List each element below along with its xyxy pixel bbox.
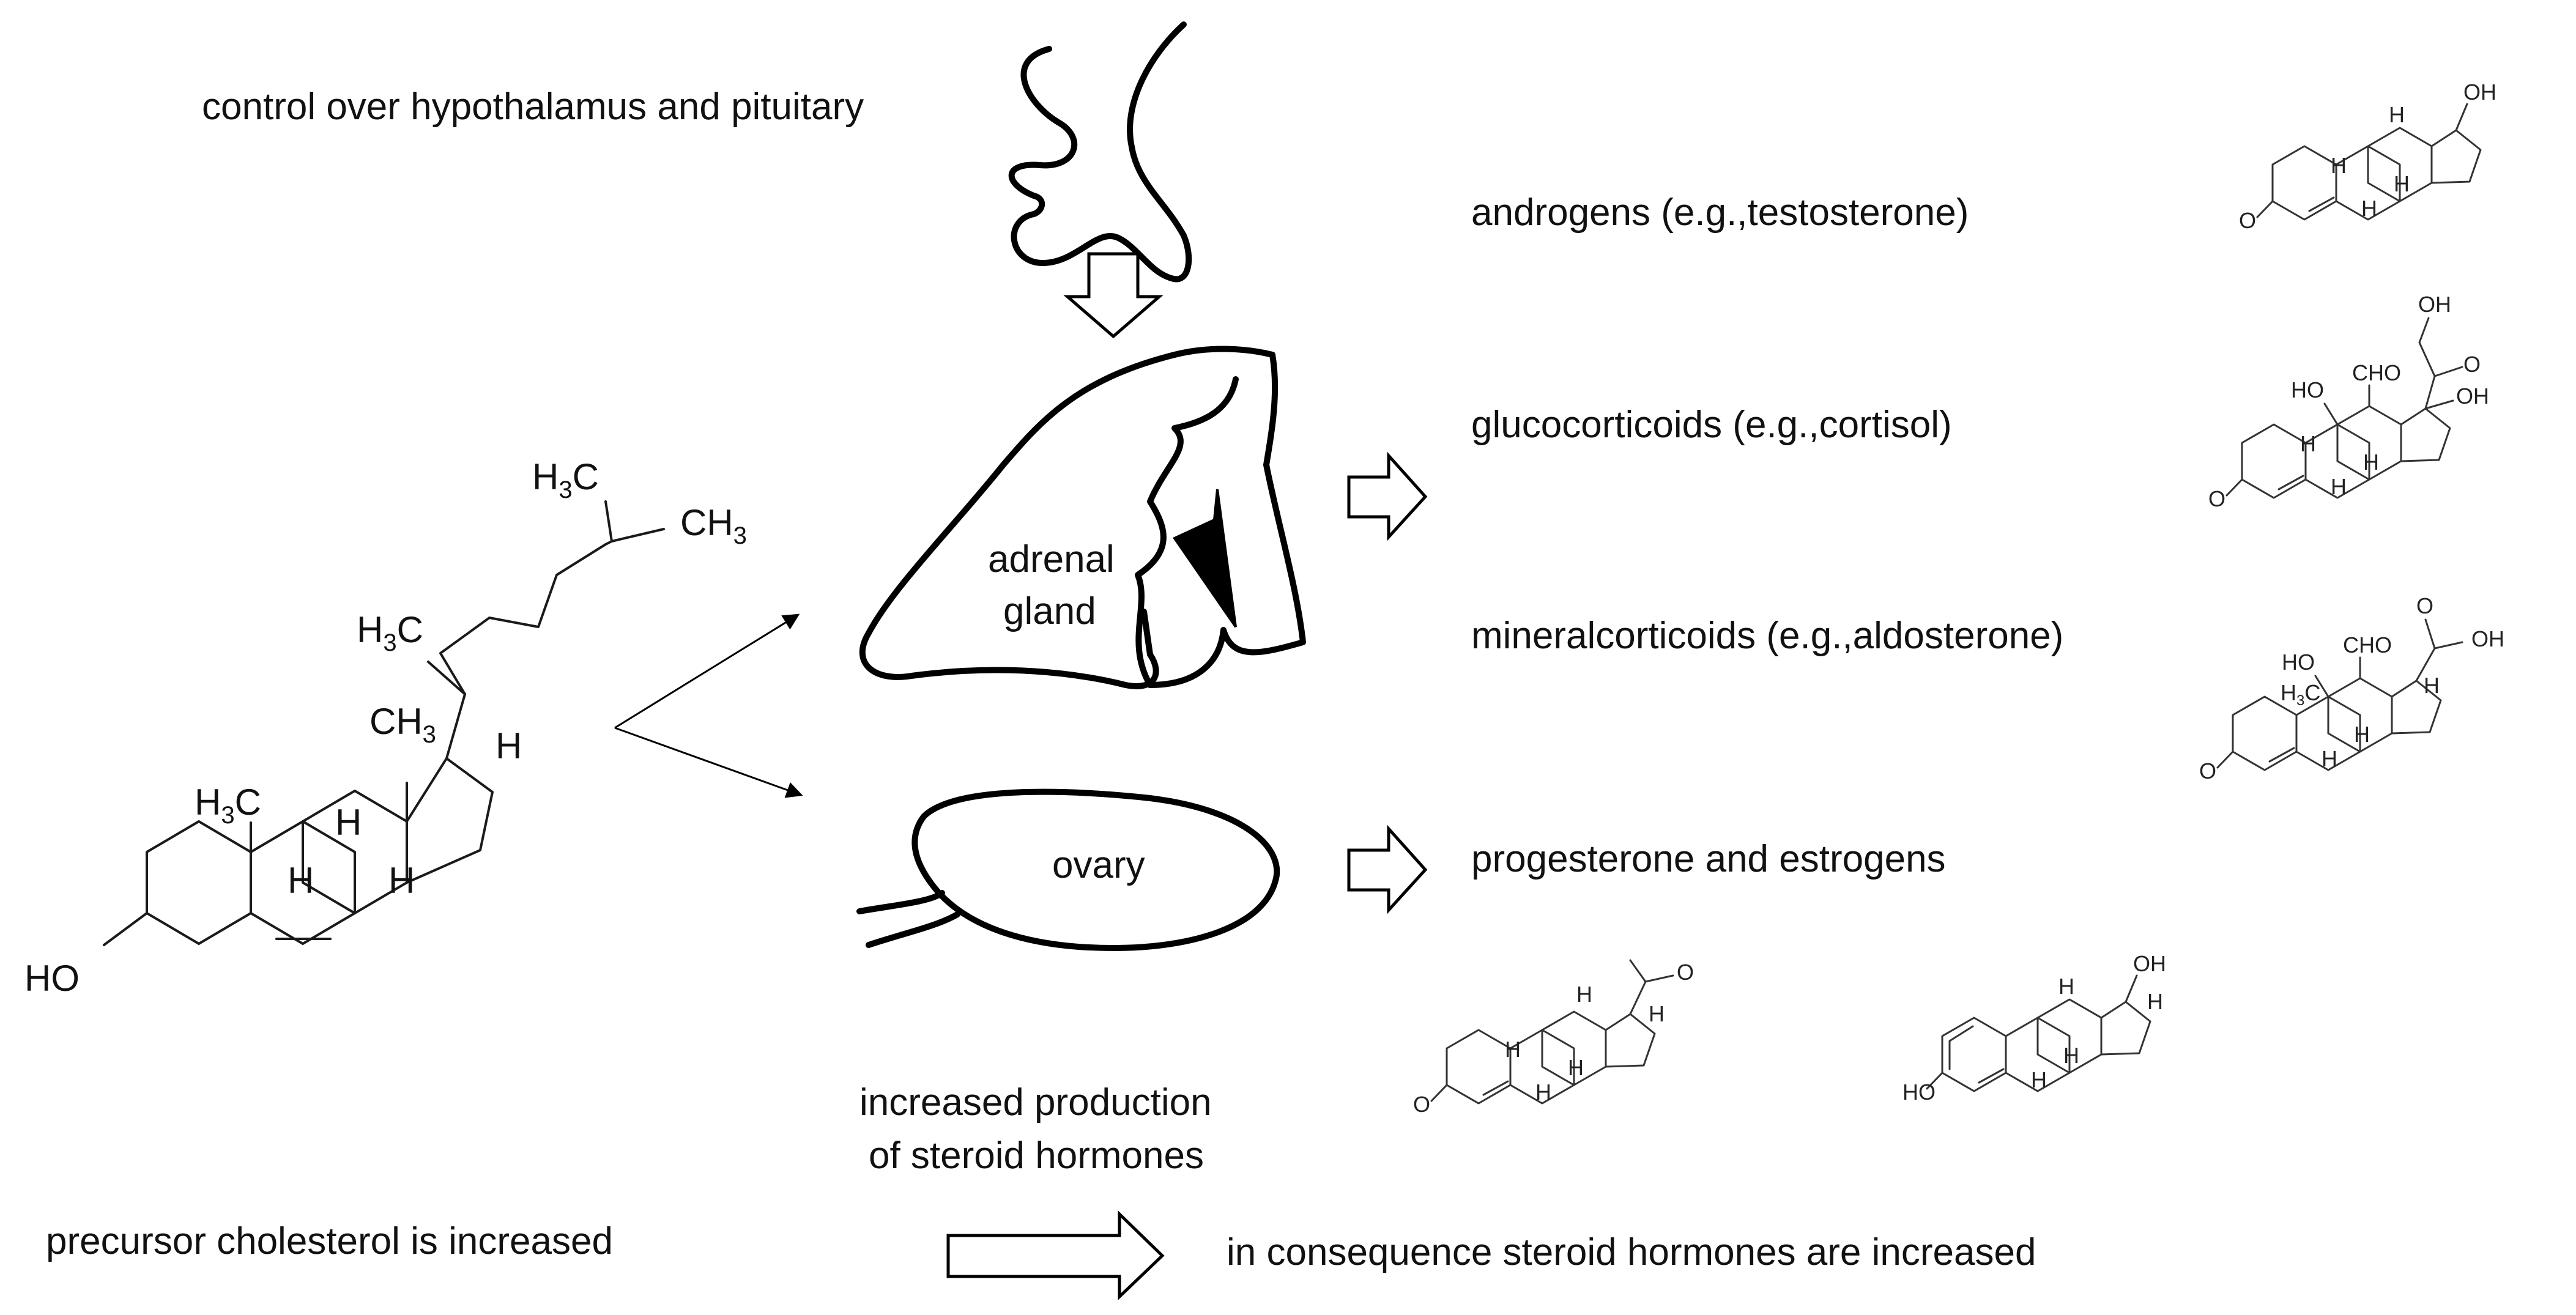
cortisol-oh-label: OH bbox=[2418, 292, 2451, 317]
aldosterone-h-label: H bbox=[2354, 722, 2370, 747]
aldosterone-structure: O O OH HO CHO H3C H H H bbox=[2199, 593, 2504, 783]
testosterone-h-label: H bbox=[2394, 171, 2410, 196]
cholesterol-methyl-label: H3C bbox=[195, 782, 261, 829]
hydroxyl-bond bbox=[103, 912, 148, 946]
consequence-label: in consequence steroid hormones are incr… bbox=[1227, 1231, 2036, 1273]
mineralcorticoids-label: mineralcorticoids (e.g.,aldosterone) bbox=[1471, 615, 2063, 657]
progesterone-estrogens-label: progesterone and estrogens bbox=[1471, 838, 1946, 880]
cholesterol-h-label: H bbox=[388, 860, 415, 901]
estradiol-h-label: H bbox=[2058, 974, 2074, 999]
aldosterone-cho-label: CHO bbox=[2343, 632, 2392, 658]
increased-production-label: of steroid hormones bbox=[869, 1135, 1204, 1177]
aldosterone-oh-label: OH bbox=[2471, 626, 2504, 651]
progesterone-h-label: H bbox=[1576, 982, 1592, 1007]
estradiol-h-label: H bbox=[2031, 1067, 2047, 1092]
cholesterol-methyl-label: CH3 bbox=[369, 701, 436, 748]
glucocorticoids-label: glucocorticoids (e.g.,cortisol) bbox=[1471, 404, 1952, 446]
progesterone-o-label: O bbox=[1677, 960, 1694, 985]
ovary bbox=[856, 788, 1280, 951]
ovary-output-arrow bbox=[1347, 824, 1428, 914]
cholesterol-h-label: H bbox=[335, 802, 362, 843]
testosterone-h-label: H bbox=[2331, 153, 2347, 178]
cortisol-ho-label: HO bbox=[2291, 377, 2324, 402]
progesterone-h-label: H bbox=[1568, 1055, 1584, 1080]
cholesterol-methyl-label: H3C bbox=[357, 609, 423, 656]
adrenal-gland bbox=[859, 346, 1306, 689]
adrenal-output-arrow bbox=[1347, 451, 1428, 541]
cholesterol-methyl-label: CH3 bbox=[680, 502, 747, 549]
estradiol-h-label: H bbox=[2147, 989, 2163, 1014]
side-chain bbox=[445, 693, 466, 760]
estradiol-oh-label: OH bbox=[2133, 951, 2166, 976]
consequence-arrow bbox=[946, 1210, 1165, 1300]
progesterone-h-label: H bbox=[1649, 1001, 1665, 1026]
testosterone-structure: O OH H H H H bbox=[2239, 80, 2496, 233]
testosterone-o-label: O bbox=[2239, 208, 2256, 233]
progesterone-structure: O O H H H H H bbox=[1413, 959, 1694, 1117]
arrow-to-adrenal bbox=[614, 613, 800, 729]
androgens-label: androgens (e.g.,testosterone) bbox=[1471, 191, 1969, 234]
adrenal-medulla-shape bbox=[1173, 489, 1237, 628]
cortisol-o-label: O bbox=[2208, 486, 2225, 511]
increased-production-label: increased production bbox=[859, 1081, 1212, 1124]
cholesterol-h-label: H bbox=[496, 725, 522, 766]
aldosterone-o-label: O bbox=[2416, 593, 2433, 618]
estradiol-ho-label: HO bbox=[1902, 1080, 1936, 1105]
aldosterone-ho-label: HO bbox=[2282, 650, 2315, 675]
testosterone-oh-label: OH bbox=[2463, 80, 2496, 105]
cortisol-o-label: O bbox=[2463, 352, 2481, 377]
cortisol-structure: O O OH OH HO CHO H H H bbox=[2208, 292, 2489, 511]
progesterone-h-label: H bbox=[1505, 1037, 1521, 1062]
precursor-label: precursor cholesterol is increased bbox=[46, 1220, 613, 1262]
cholesterol-h-label: H bbox=[288, 860, 314, 901]
cortisol-h-label: H bbox=[2331, 474, 2347, 499]
cortisol-oh-label: OH bbox=[2456, 383, 2489, 409]
down-arrow bbox=[1063, 252, 1164, 339]
progesterone-h-label: H bbox=[1535, 1080, 1551, 1105]
cholesterol-methyl-label: H3C bbox=[532, 456, 599, 503]
cholesterol-structure: HO H3C CH3 H3C H3C CH3 H H H H bbox=[24, 456, 747, 999]
cortisol-h-label: H bbox=[2300, 431, 2316, 456]
testosterone-h-label: H bbox=[2361, 196, 2377, 221]
arrow-to-ovary bbox=[614, 727, 803, 798]
hypothalamus-pituitary-outline bbox=[1008, 21, 1192, 283]
adrenal-label: adrenal bbox=[988, 538, 1115, 580]
ovary-label: ovary bbox=[1052, 844, 1145, 886]
aldosterone-h-label: H bbox=[2424, 673, 2440, 698]
progesterone-o-label: O bbox=[1413, 1092, 1430, 1117]
estradiol-h-label: H bbox=[2063, 1043, 2079, 1068]
adrenal-label: gland bbox=[1003, 590, 1096, 632]
testosterone-h-label: H bbox=[2389, 102, 2405, 127]
aldosterone-h-label: H bbox=[2322, 746, 2337, 771]
control-label: control over hypothalamus and pituitary bbox=[202, 86, 864, 128]
aldosterone-methyl-label: H3C bbox=[2281, 680, 2320, 709]
cortisol-cho-label: CHO bbox=[2352, 360, 2401, 385]
aldosterone-o-label: O bbox=[2199, 758, 2216, 783]
cortisol-h-label: H bbox=[2363, 450, 2379, 475]
estradiol-structure: HO OH H H H H bbox=[1902, 951, 2166, 1105]
cholesterol-ho-label: HO bbox=[24, 958, 80, 999]
